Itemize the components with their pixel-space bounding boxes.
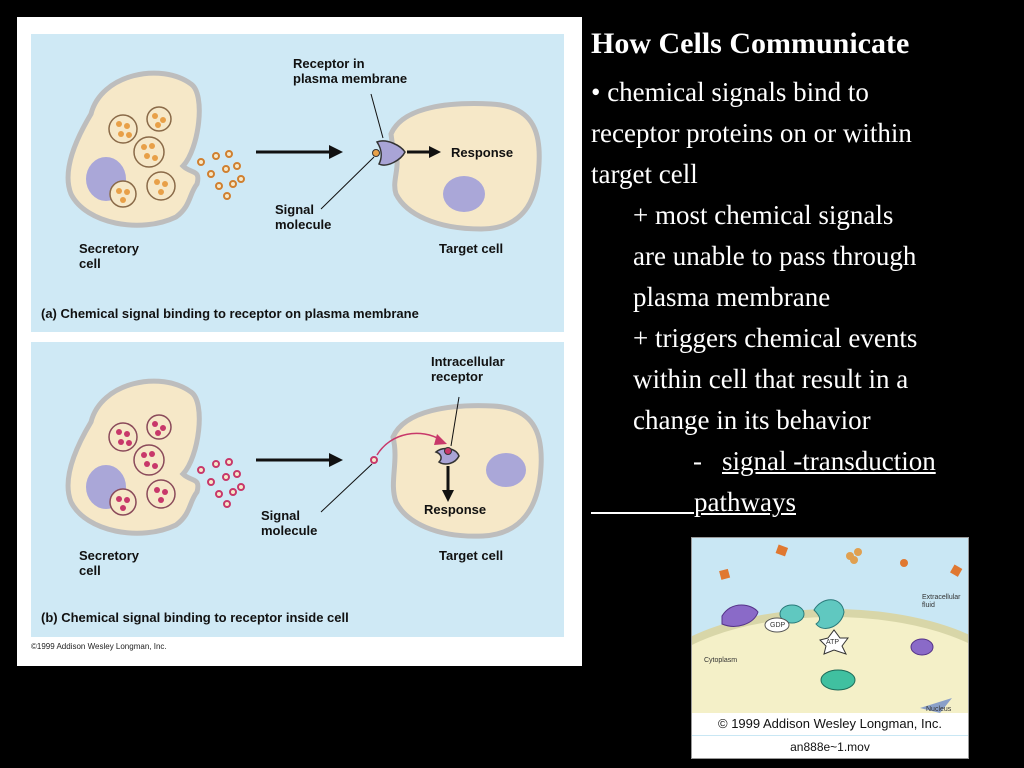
sub-bullet-2-line-1: + triggers chemical events bbox=[633, 323, 918, 353]
bullet-line-1: • chemical signals bind to bbox=[591, 77, 869, 107]
vesicle-contents-a bbox=[116, 113, 168, 203]
pathways-text: pathways bbox=[694, 487, 796, 517]
movie-copyright: © 1999 Addison Wesley Longman, Inc. bbox=[692, 713, 968, 735]
receptor-label-b: Intracellular receptor bbox=[431, 354, 505, 384]
vesicles bbox=[108, 106, 176, 208]
caption-a: (a) Chemical signal binding to receptor … bbox=[41, 306, 419, 321]
receptor-label-a: Receptor in plasma membrane bbox=[293, 56, 408, 86]
panel-a: Receptor in plasma membrane Response Sig… bbox=[31, 34, 564, 332]
underline-rule bbox=[591, 482, 694, 514]
gdp-label: GDP bbox=[770, 622, 786, 629]
vesicle-contents-b bbox=[116, 421, 168, 511]
sub-bullet-1-line-3: plasma membrane bbox=[633, 282, 831, 312]
movie-filename[interactable]: an888e~1.mov bbox=[692, 736, 968, 758]
figure-copyright: ©1999 Addison Wesley Longman, Inc. bbox=[31, 642, 167, 651]
target-nucleus-b bbox=[486, 453, 526, 487]
slide-title: How Cells Communicate bbox=[591, 27, 910, 60]
signal-molecules-a bbox=[197, 150, 245, 200]
target-cell-label-b: Target cell bbox=[439, 548, 504, 563]
panel-a-illustration bbox=[65, 70, 542, 232]
sub-bullet-1-line-1: + most chemical signals bbox=[633, 200, 894, 230]
panel-b: Intracellular receptor Response Signal m… bbox=[31, 342, 564, 637]
bullet-line-2: receptor proteins on or within bbox=[591, 118, 912, 148]
signal-transduction-text: signal -transduction bbox=[722, 446, 936, 476]
dash-marker: - bbox=[693, 446, 702, 476]
target-nucleus-a bbox=[443, 176, 485, 212]
response-label-b: Response bbox=[424, 502, 487, 517]
sub-bullet-2-line-3: change in its behavior bbox=[633, 405, 871, 435]
target-cell-a bbox=[388, 101, 542, 232]
secretory-cell-label-a: Secretory cell bbox=[79, 241, 139, 271]
vesicles-b bbox=[108, 414, 176, 516]
signal-molecules-b bbox=[197, 458, 245, 508]
target-cell-label-a: Target cell bbox=[439, 241, 504, 256]
extracellular-label: Extracellular fluid bbox=[922, 594, 961, 609]
atp-label: ATP bbox=[826, 639, 840, 646]
signal-molecule-label-a: Signal molecule bbox=[275, 202, 332, 232]
cytoplasm-label: Cytoplasm bbox=[704, 657, 738, 664]
bullet-line-3: target cell bbox=[591, 159, 698, 189]
textbook-figure: Receptor in plasma membrane Response Sig… bbox=[17, 17, 582, 666]
movie-frame bbox=[692, 538, 968, 758]
sub-bullet-1-line-2: are unable to pass through bbox=[633, 241, 917, 271]
signal-molecule-label-b: Signal molecule bbox=[261, 508, 318, 538]
target-cell-b bbox=[390, 403, 544, 539]
panel-b-illustration bbox=[65, 378, 544, 539]
entry-arrow bbox=[376, 432, 442, 456]
sub-bullet-2-line-2: within cell that result in a bbox=[633, 364, 909, 394]
response-label-a: Response bbox=[451, 145, 514, 160]
secretory-cell-label-b: Secretory cell bbox=[79, 548, 139, 578]
movie-thumbnail[interactable]: Extracellular fluid GDP ATP Cytoplasm Nu… bbox=[691, 537, 969, 759]
membrane-receptor bbox=[375, 140, 406, 166]
caption-b: (b) Chemical signal binding to receptor … bbox=[41, 610, 349, 625]
nucleus-label: Nucleus bbox=[926, 706, 952, 713]
